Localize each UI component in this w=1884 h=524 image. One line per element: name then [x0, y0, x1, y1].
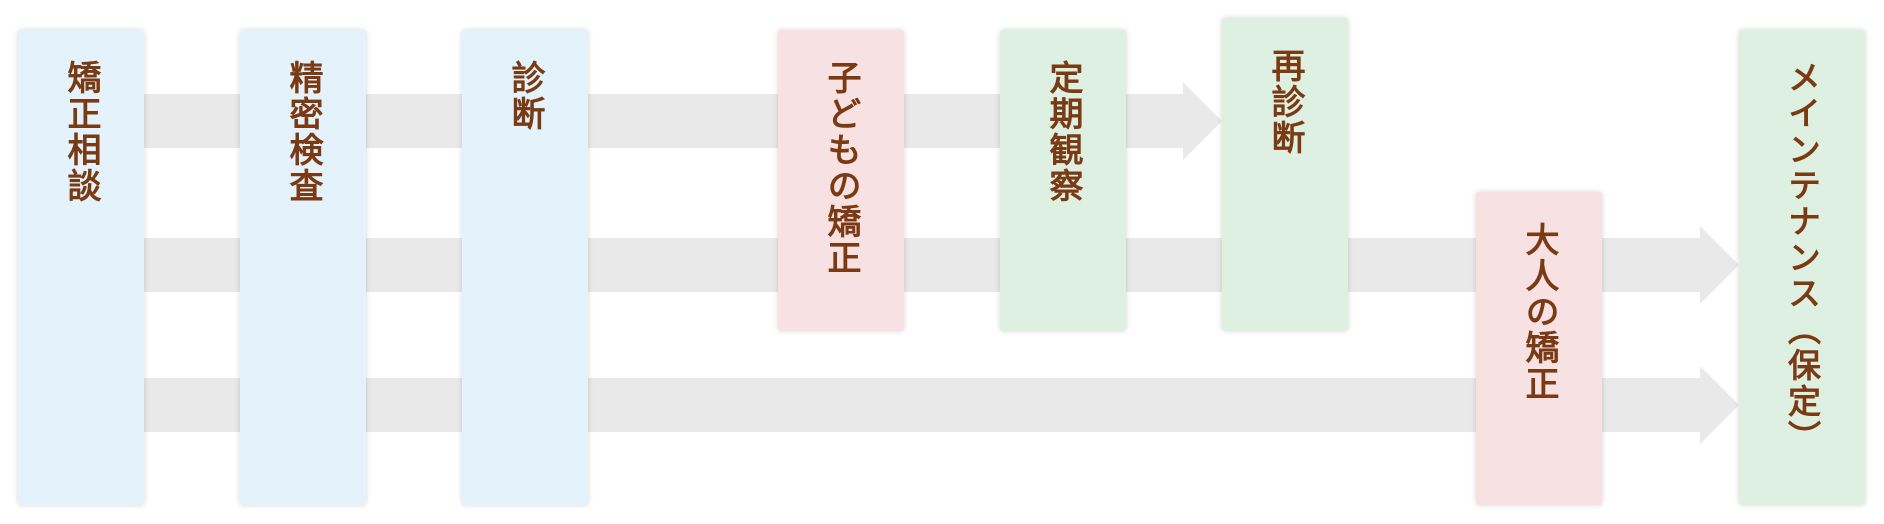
step-label: メインテナンス（保定） [1782, 60, 1822, 456]
step-adult-treatment: 大人の矯正 [1476, 192, 1602, 505]
step-examination: 精密検査 [240, 30, 366, 505]
step-observation: 定期観察 [1000, 30, 1126, 331]
step-child-treatment: 子どもの矯正 [778, 30, 904, 331]
step-label: 診断 [505, 60, 545, 132]
step-label: 再診断 [1265, 48, 1305, 156]
step-label: 矯正相談 [61, 60, 101, 204]
step-label: 精密検査 [283, 60, 323, 204]
step-label: 大人の矯正 [1519, 222, 1559, 402]
top-arrow [140, 82, 1222, 160]
step-maintenance: メインテナンス（保定） [1739, 30, 1865, 505]
step-consultation: 矯正相談 [18, 30, 144, 505]
step-label: 子どもの矯正 [821, 60, 861, 276]
step-rediagnosis: 再診断 [1222, 18, 1348, 331]
step-label: 定期観察 [1043, 60, 1083, 204]
step-diagnosis: 診断 [462, 30, 588, 505]
